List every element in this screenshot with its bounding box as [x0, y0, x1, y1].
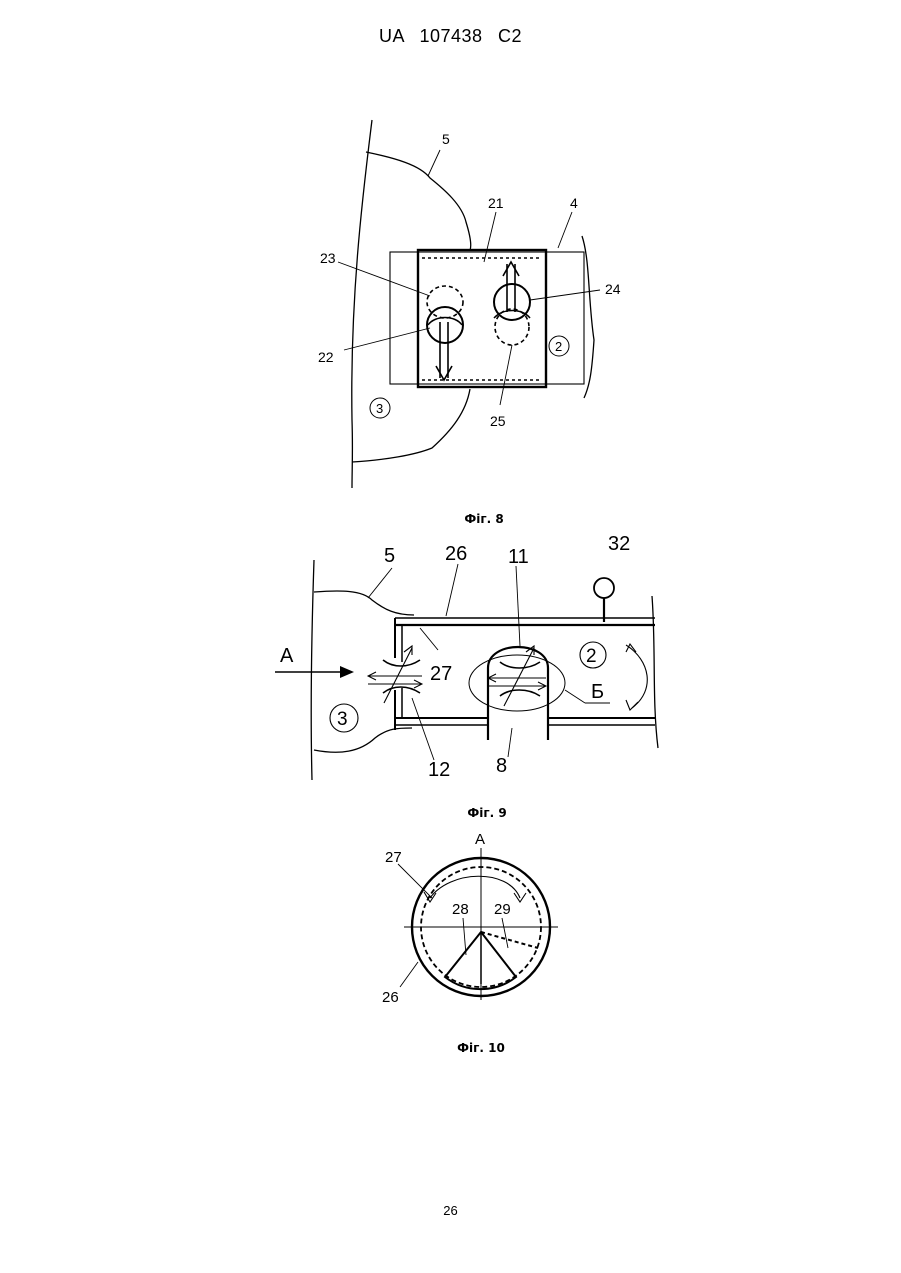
fig10-caption: Фіг. 10 — [421, 1041, 541, 1055]
fig10-label-27: 27 — [385, 849, 402, 866]
fig10-sector-29 — [481, 932, 538, 948]
page-number: 26 — [0, 1203, 901, 1218]
figure-10-drawing: A 27 28 29 26 — [0, 0, 901, 1040]
fig10-label-28: 28 — [452, 901, 469, 918]
fig10-label-26: 26 — [382, 989, 399, 1006]
fig10-geometry — [398, 848, 558, 1000]
fig10-label-29: 29 — [494, 901, 511, 918]
fig10-label-A: A — [475, 831, 485, 848]
